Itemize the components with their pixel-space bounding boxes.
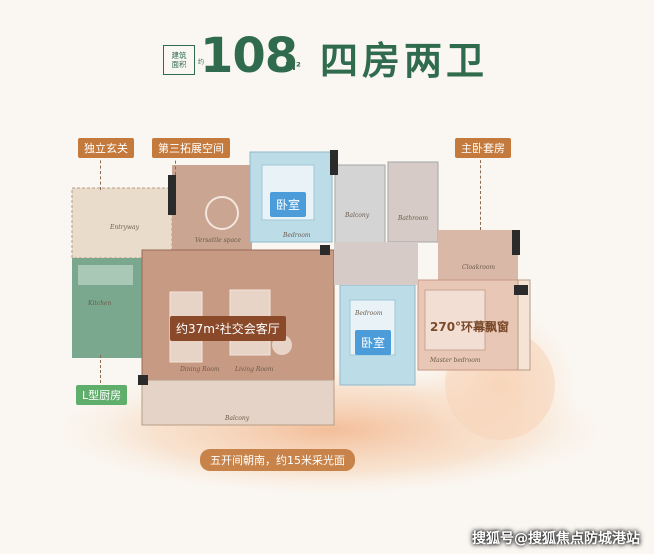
third-space-leader [175, 155, 176, 175]
watermark: 搜狐号@搜狐焦点防城港站 [472, 531, 640, 547]
label-master: Master bedroom [430, 357, 481, 364]
entryway-area [71, 187, 173, 259]
label-bedroom-a: Bedroom [283, 232, 311, 239]
wall-dark-1 [138, 375, 148, 385]
kitchen-leader [100, 355, 101, 383]
label-balcony-a: Balcony [345, 212, 370, 219]
label-kitchen: Kitchen [88, 300, 112, 307]
label-versatile: Versatile space [195, 237, 241, 244]
wall-dark-4 [168, 175, 176, 215]
wall-dark-2 [320, 245, 330, 255]
kitchen-counter [78, 265, 133, 285]
label-bathroom-a: Bathroom [398, 215, 429, 222]
bay-window [517, 279, 531, 371]
area-unit: M² [285, 60, 301, 73]
wall-dark-5 [330, 150, 338, 175]
versatile-room [172, 165, 252, 250]
badge-line1: 建筑 [171, 51, 187, 60]
tag-living-hall: 约37m²社交会客厅 [170, 316, 286, 341]
tag-master-suite: 主卧套房 [455, 138, 511, 158]
tag-bedroom-1: 卧室 [270, 192, 307, 217]
area-number: 108 [200, 28, 298, 84]
wall-dark-3 [514, 285, 528, 295]
label-living: Living Room [235, 366, 274, 373]
layout-title: 四房两卫 [320, 39, 489, 83]
foyer-leader [100, 155, 101, 190]
cloakroom [438, 230, 518, 280]
tag-bedroom-2: 卧室 [355, 330, 392, 355]
tag-third-space: 第三拓展空间 [152, 138, 230, 158]
bathroom-a [334, 164, 386, 246]
badge-suffix: 约 [197, 59, 204, 66]
label-cloakroom: Cloakroom [462, 264, 496, 271]
label-dining: Dining Room [180, 366, 220, 373]
tag-kitchen: L型厨房 [76, 385, 128, 405]
master-bed [424, 289, 486, 351]
master-leader [480, 155, 481, 230]
label-bedroom-b: Bedroom [355, 310, 383, 317]
wall-dark-6 [512, 230, 520, 255]
badge-line2: 面积 [171, 60, 187, 69]
balcony-bottom [141, 379, 335, 426]
tag-foyer: 独立玄关 [78, 138, 134, 158]
tag-bay-window: 270°环幕飘窗 [430, 320, 510, 334]
label-balcony-b: Balcony [225, 415, 250, 422]
area-badge: 建筑 面积 约 [163, 45, 204, 75]
corridor [334, 242, 418, 285]
versatile-chair [205, 196, 239, 230]
bathroom-b [387, 161, 439, 243]
label-entryway: Entryway [110, 224, 140, 231]
tag-south-facing: 五开间朝南，约15米采光面 [200, 449, 355, 471]
